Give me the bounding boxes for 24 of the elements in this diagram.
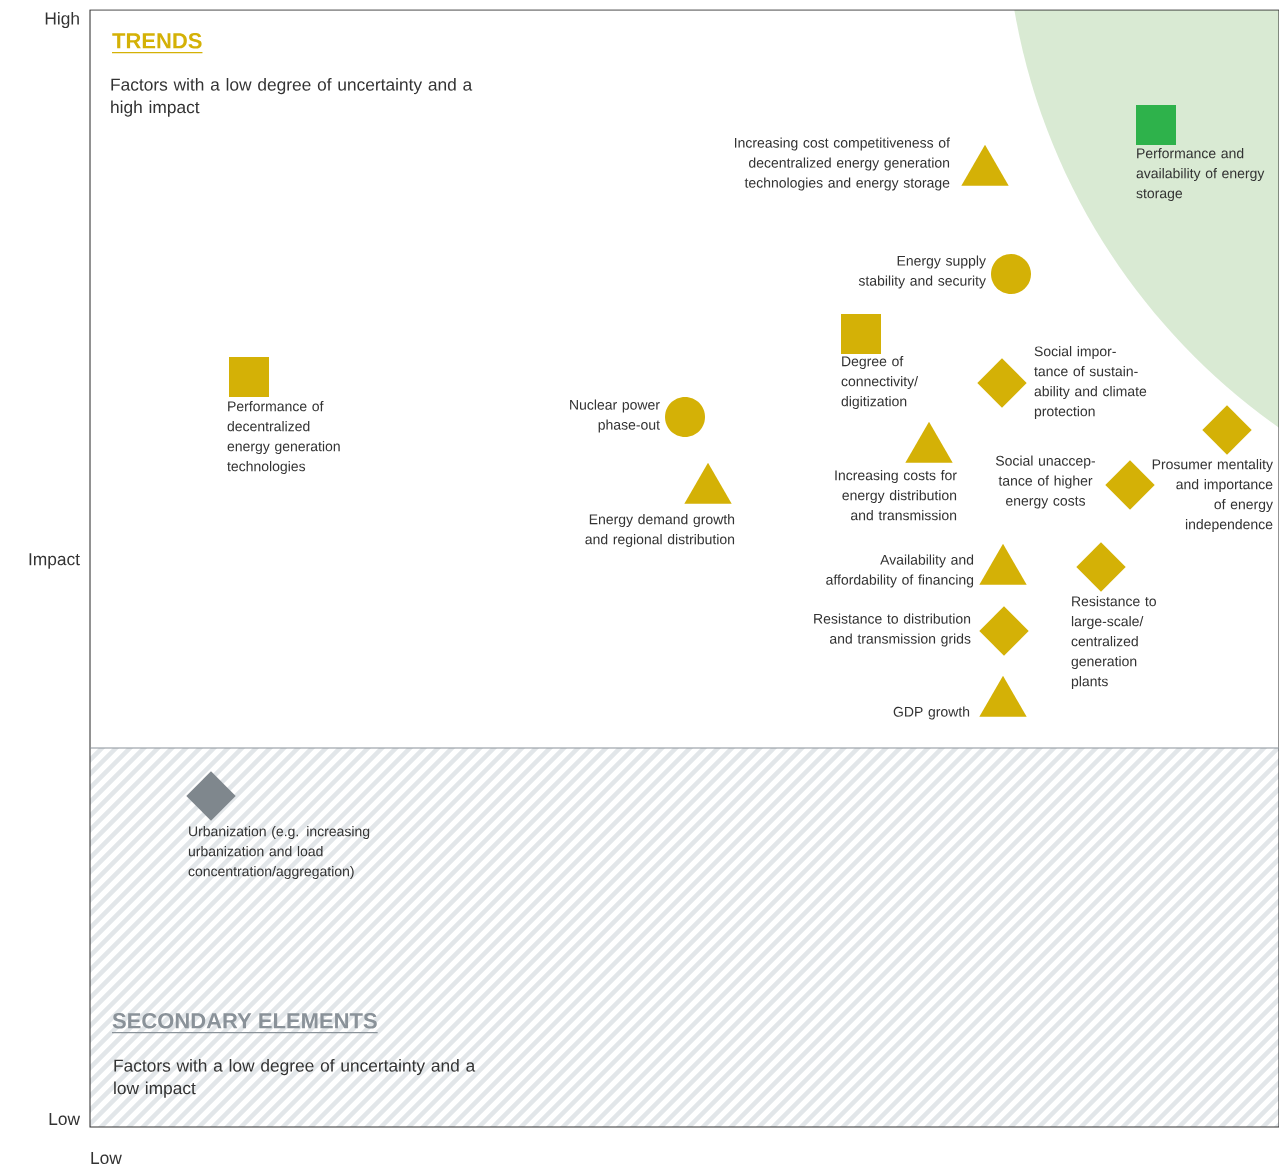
factor-label: Resistance to large-scale/ centralized generation plants [1071, 596, 1156, 690]
axis-label: Impact [29, 553, 80, 569]
axis-label: Low [49, 1112, 81, 1126]
factor-label: Prosumer mentality and importance of energy independence [1152, 459, 1273, 533]
factor-label: Performance of decentralized energy generation technologies [227, 401, 340, 475]
factor-label: Social unaccep-tance of higher energy costs [995, 455, 1096, 509]
factor-label: Energy demand growth and regional distribution [585, 514, 735, 548]
axis-label: Low [91, 1151, 122, 1165]
factor-label: Social impor-tance of sustain-ability and climate protection [1034, 346, 1147, 420]
factor-label: Increasing cost competitiveness of decentralized energy generation technologies and energy storage [735, 137, 950, 191]
section-description: Factors with a low degree of uncertainty and a low impact [114, 1059, 476, 1098]
section-title: TRENDS [111, 33, 204, 54]
axis-label: High [45, 11, 79, 29]
factor-label: Degree of connectivity/ digitization [841, 356, 919, 410]
factor-label: Urbanization (e.g. increasing urbanization and load concentration/aggregation) [188, 826, 370, 880]
factor-label: GDP growth [893, 706, 970, 720]
factor-label: Energy supply stability and security [858, 255, 986, 289]
section-title: SECONDARY ELEMENTS [111, 1013, 379, 1034]
factor-label: Increasing costs for energy distribution and transmission [835, 470, 957, 521]
section-description: Factors with a low degree of uncertainty and a high impact [111, 78, 473, 117]
factor-label: Performance and availability of energy storage [1136, 148, 1265, 202]
factor-label: Nuclear power phase-out [570, 399, 660, 433]
factor-label: Availability and affordability of financing [826, 554, 974, 588]
factor-label: Resistance to distribution and transmission grids [814, 613, 971, 647]
